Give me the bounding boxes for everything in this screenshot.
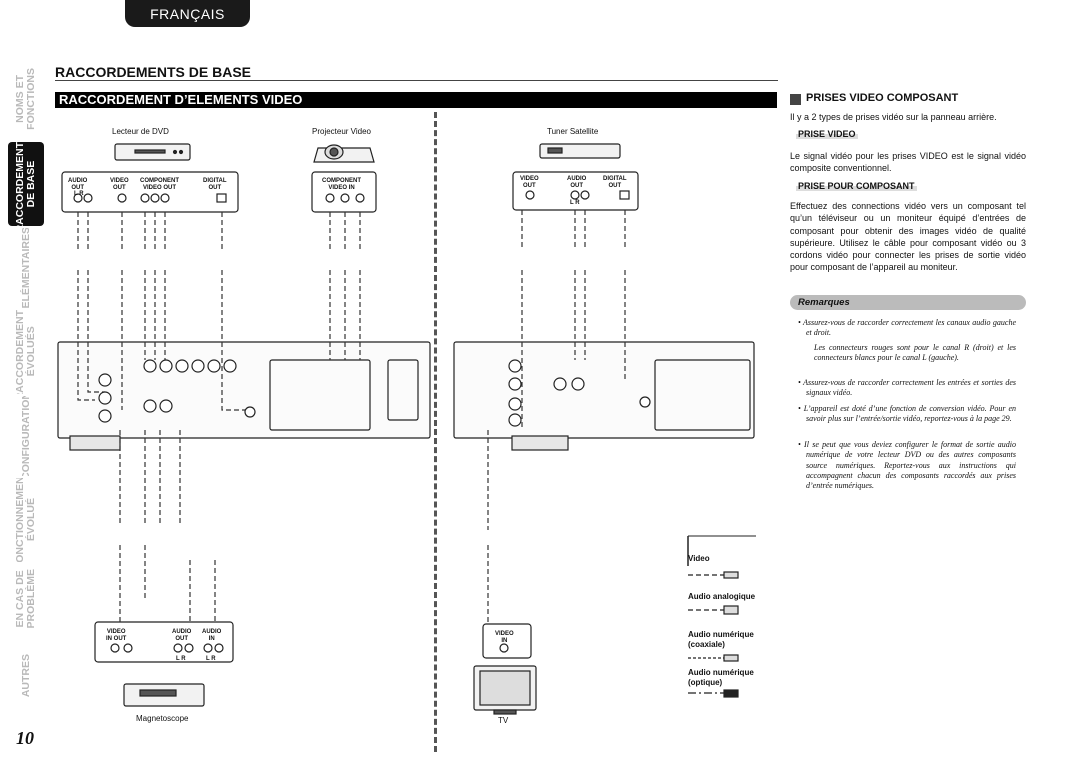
prise-video-title: PRISE VIDEO bbox=[796, 129, 858, 139]
intro-text: Il y a 2 types de prises vidéo sur la pa… bbox=[790, 112, 997, 122]
dvd-component-out-label: COMPONENT VIDEO OUT bbox=[140, 178, 179, 191]
tv-port-panel bbox=[482, 623, 532, 659]
divider-dashed bbox=[434, 112, 440, 752]
side-navigation: NOMS ET FONCTIONS RACCORDEMENTS DE BASE … bbox=[8, 58, 44, 723]
receiver-rear-panel-left bbox=[57, 341, 431, 451]
projector-component-in-label: COMPONENT VIDEO IN bbox=[322, 178, 361, 191]
dvd-audio-out-label: AUDIO OUT bbox=[68, 178, 88, 191]
vcr-port-panel bbox=[94, 621, 234, 663]
projector-label: Projecteur Video bbox=[312, 127, 371, 136]
tuner-audio-lr-label: L R bbox=[570, 200, 580, 206]
vcr-label: Magnetoscope bbox=[136, 714, 189, 723]
tuner-icon bbox=[539, 143, 621, 159]
note-conversion: • L’appareil est doté d’une fonction de … bbox=[798, 404, 1016, 424]
language-tab: FRANÇAIS bbox=[125, 0, 250, 27]
vcr-audio-in-label: AUDIO IN bbox=[202, 629, 222, 642]
remarks-bar: Remarques bbox=[790, 295, 1026, 310]
tv-video-in-label: VIDEO IN bbox=[495, 631, 514, 644]
projector-icon bbox=[313, 144, 375, 163]
dvd-audio-lr-label: L R bbox=[74, 191, 84, 197]
tv-icon bbox=[473, 665, 537, 715]
dvd-digital-out-label: DIGITAL OUT bbox=[203, 178, 227, 191]
vcr-audio-out-label: AUDIO OUT bbox=[172, 629, 192, 642]
tuner-label: Tuner Satellite bbox=[547, 127, 599, 136]
tv-label: TV bbox=[498, 716, 509, 725]
tuner-audio-out-label: AUDIO OUT bbox=[567, 176, 587, 189]
projector-port-panel bbox=[311, 171, 377, 213]
right-heading: PRISES VIDEO COMPOSANT bbox=[806, 92, 959, 104]
prise-composant-title: PRISE POUR COMPOSANT bbox=[796, 181, 917, 191]
section-rule bbox=[55, 80, 778, 81]
legend-audio-coax: Audio numérique (coaxiale) bbox=[688, 630, 754, 649]
tuner-video-out-label: VIDEO OUT bbox=[520, 176, 539, 189]
nav-tab-raccordements-de-base[interactable]: RACCORDEMENTS DE BASE bbox=[8, 142, 44, 226]
vcr-video-in-out-label: VIDEO IN OUT bbox=[106, 629, 127, 642]
legend-cables bbox=[687, 535, 756, 698]
heading-marker bbox=[790, 94, 801, 105]
dvd-port-panel bbox=[61, 171, 239, 213]
dvd-player-icon bbox=[114, 143, 191, 161]
note-digital-format: • Il se peut que vous deviez configurer … bbox=[798, 440, 1016, 491]
prise-composant-text: Effectuez des connections vidéo vers un … bbox=[790, 201, 1026, 273]
legend-audio-optical: Audio numérique (optique) bbox=[688, 668, 754, 687]
legend-video: Video bbox=[688, 554, 710, 563]
prise-video-text: Le signal vidéo pour les prises VIDEO es… bbox=[790, 151, 1026, 174]
vcr-audio-out-lr-label: L R bbox=[176, 656, 186, 662]
note-video-io: • Assurez-vous de raccorder correctement… bbox=[798, 378, 1016, 398]
receiver-rear-panel-right bbox=[453, 341, 755, 451]
tuner-digital-out-label: DIGITAL OUT bbox=[603, 176, 627, 189]
note-connectors: Les connecteurs rouges sont pour le cana… bbox=[814, 343, 1016, 363]
page-number: 10 bbox=[16, 728, 34, 748]
legend-audio-analog: Audio analogique bbox=[688, 592, 756, 601]
dvd-label: Lecteur de DVD bbox=[112, 127, 169, 136]
vcr-icon bbox=[123, 683, 205, 707]
note-channels: • Assurez-vous de raccorder correctement… bbox=[798, 318, 1016, 338]
page-title: RACCORDEMENT D’ELEMENTS VIDEO bbox=[55, 92, 777, 108]
dvd-video-out-label: VIDEO OUT bbox=[110, 178, 129, 191]
section-title: RACCORDEMENTS DE BASE bbox=[55, 64, 252, 80]
vcr-audio-in-lr-label: L R bbox=[206, 656, 216, 662]
